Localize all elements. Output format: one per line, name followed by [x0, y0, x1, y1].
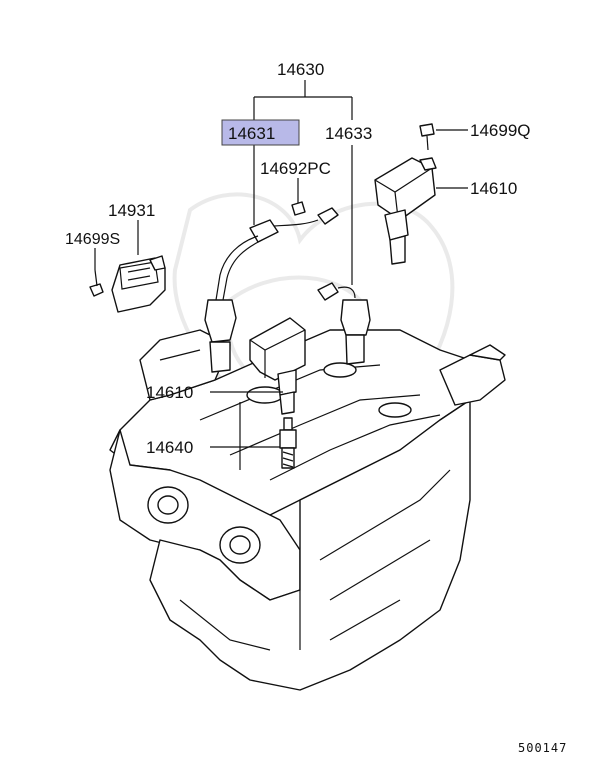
leader-lines: [94, 80, 468, 470]
bolt-14699q: [419, 123, 435, 151]
label-14610-top[interactable]: 14610: [470, 179, 517, 198]
label-14610-mid[interactable]: 14610: [146, 383, 193, 402]
spark-plug-cable-14631: [204, 207, 339, 373]
label-14692pc[interactable]: 14692PC: [260, 159, 331, 178]
label-14640[interactable]: 14640: [146, 438, 193, 457]
spark-plug-cable-14633: [317, 282, 371, 365]
label-14931[interactable]: 14931: [108, 201, 155, 220]
label-14699q[interactable]: 14699Q: [470, 121, 531, 140]
ignition-module: [111, 255, 166, 313]
label-14699s[interactable]: 14699S: [65, 231, 120, 248]
label-14631[interactable]: 14631: [228, 124, 275, 143]
ignition-coil-14610-mid: [249, 317, 306, 415]
ignition-coil-14610-top: [374, 157, 437, 265]
label-14630[interactable]: 14630: [277, 60, 324, 79]
spark-plug-14640: [279, 417, 297, 469]
label-14633[interactable]: 14633: [325, 124, 372, 143]
bolt-14699s: [89, 269, 104, 297]
diagram-code: 500147: [518, 741, 567, 755]
clip-14692pc: [291, 201, 306, 216]
label-highlight: [221, 119, 300, 146]
